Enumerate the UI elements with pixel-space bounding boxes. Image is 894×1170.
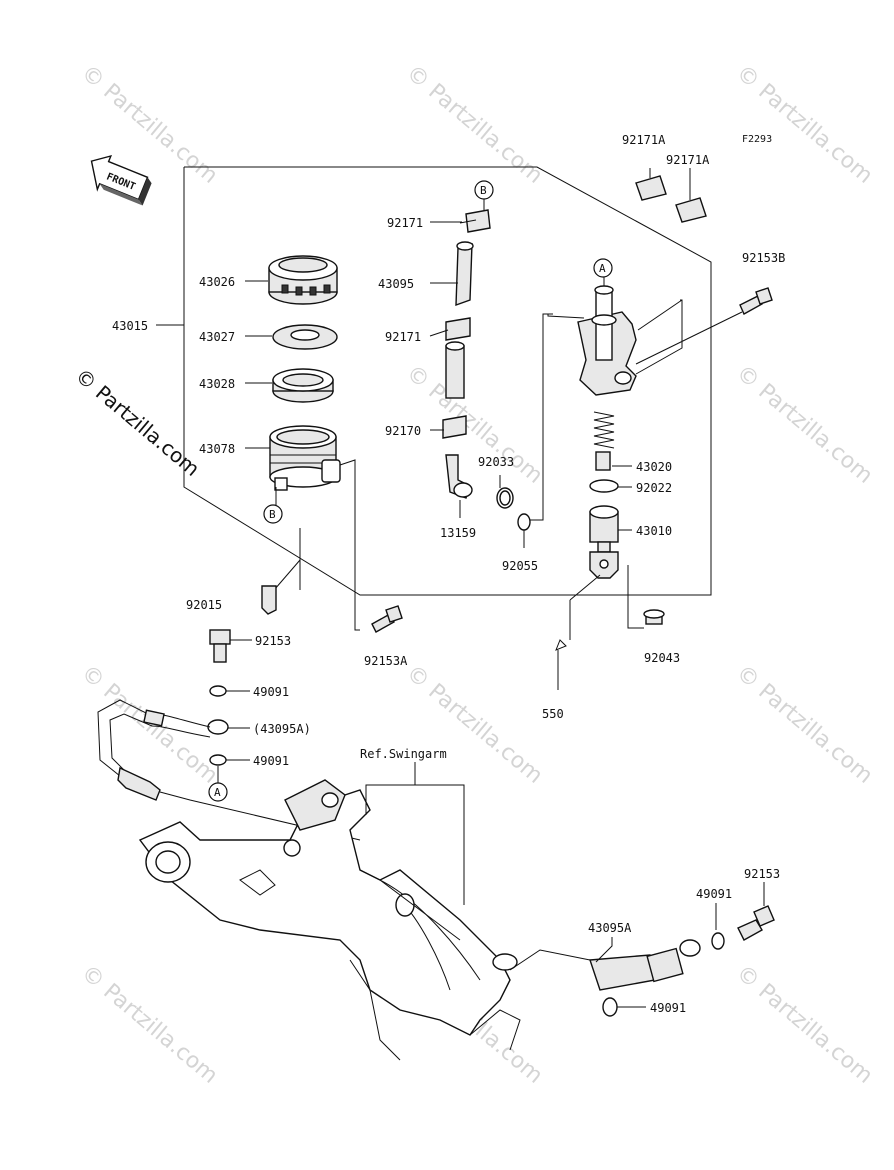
reservoir-hose [455, 241, 474, 307]
master-cylinder-body [577, 285, 637, 396]
callout-b-left: B [263, 504, 283, 524]
banjo-fitting-left [207, 719, 229, 735]
clevis-pin [643, 609, 665, 625]
part-label-13159: 13159 [440, 526, 476, 540]
watermark: © Partzilla.com [731, 960, 877, 1088]
part-label-43015: 43015 [112, 319, 148, 333]
brake-hose-rear [509, 939, 701, 991]
part-label-92153: 92153 [255, 634, 291, 648]
part-label-43095A: (43095A) [253, 722, 311, 736]
bracket-92015 [261, 585, 277, 615]
ref-swingarm-label: Ref.Swingarm [360, 747, 447, 761]
watermark: © Partzilla.com [731, 660, 877, 788]
part-label-92170: 92170 [385, 424, 421, 438]
circlip-ring [496, 487, 514, 509]
outline-link [637, 299, 683, 331]
part-label-92171A: 92171A [622, 133, 666, 147]
part-label-92043: 92043 [644, 651, 680, 665]
callout-a-right: A [593, 258, 613, 278]
watermark: © Partzilla.com [401, 360, 547, 488]
part-label-49091: 49091 [696, 887, 732, 901]
front-arrow-icon: FRONT [90, 154, 152, 206]
part-label-550: 550 [542, 707, 564, 721]
part-label-92153A: 92153A [364, 654, 408, 668]
part-label-43028: 43028 [199, 377, 235, 391]
callout-a-left: A [208, 782, 228, 802]
part-label-43078: 43078 [199, 442, 235, 456]
hose-clamp-mid [445, 317, 471, 341]
washer-49091-d [602, 997, 618, 1017]
reservoir-cap [268, 255, 338, 305]
part-label-43026: 43026 [199, 275, 235, 289]
hose-elbow-fitting [445, 454, 473, 499]
svg-text:B: B [480, 184, 487, 197]
part-label-49091: 49091 [650, 1001, 686, 1015]
hose-clip-92171A [635, 175, 707, 223]
piston-circlip [589, 479, 619, 493]
washer-49091-b [209, 754, 227, 766]
watermark: © Partzilla.com [731, 360, 877, 488]
ref-swingarm-bracket [365, 762, 465, 905]
banjo-bolt-left [209, 629, 231, 663]
watermark: © Partzilla.com [401, 60, 547, 188]
watermark: © Partzilla.com [76, 960, 222, 1088]
part-label-92171A: 92171A [666, 153, 710, 167]
svg-text:A: A [214, 786, 221, 799]
push-rod-assembly [589, 505, 619, 579]
hose-clamp-top [459, 209, 491, 233]
part-label-92033: 92033 [478, 455, 514, 469]
part-label-49091: 49091 [253, 754, 289, 768]
callout-b-top: B [474, 180, 494, 200]
washer-49091-c [711, 932, 725, 950]
cotter-pin [555, 639, 567, 690]
svg-text:B: B [269, 508, 276, 521]
part-label-92015: 92015 [186, 598, 222, 612]
part-label-92055: 92055 [502, 559, 538, 573]
diagram-code: F2293 [742, 134, 772, 145]
part-label-43095: 43095 [378, 277, 414, 291]
reservoir-tank [269, 425, 341, 491]
part-label-43095A: 43095A [588, 921, 632, 935]
hose-clamp-low [442, 415, 467, 439]
leader-43015-link [530, 313, 553, 521]
part-labels: 43026 43027 43028 43078 43015 92171 4309… [112, 133, 785, 1015]
outline-link [635, 299, 683, 375]
part-label-49091: 49091 [253, 685, 289, 699]
reservoir-plate [272, 324, 338, 350]
part-label-92171: 92171 [385, 330, 421, 344]
svg-text:A: A [599, 262, 606, 275]
reservoir-diaphragm [272, 368, 334, 403]
part-label-43010: 43010 [636, 524, 672, 538]
mount-bolt-92153B [739, 287, 773, 315]
assembly-outline [156, 166, 712, 596]
watermark: © Partzilla.com [731, 60, 877, 188]
watermark: © Partzilla.com [401, 660, 547, 788]
part-label-43027: 43027 [199, 330, 235, 344]
banjo-bolt-right [737, 905, 775, 941]
return-spring [593, 411, 615, 471]
swingarm-ref [138, 779, 521, 1061]
o-ring [517, 513, 531, 531]
hose-pipe [445, 341, 465, 399]
washer-49091-a [209, 685, 227, 697]
bolt-92153A [371, 605, 403, 633]
part-label-92022: 92022 [636, 481, 672, 495]
leader-lines-center [429, 198, 525, 548]
part-label-43020: 43020 [636, 460, 672, 474]
leader-a-link [547, 314, 585, 319]
part-label-92153B: 92153B [742, 251, 785, 265]
part-label-92171: 92171 [387, 216, 423, 230]
part-label-92153: 92153 [744, 867, 780, 881]
